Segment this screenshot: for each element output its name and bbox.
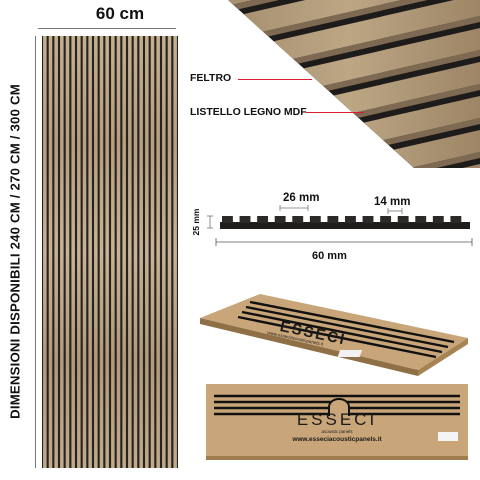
panel-slat — [139, 36, 143, 468]
closeup-slat-edge — [228, 0, 480, 48]
felt-leader-line — [238, 79, 312, 80]
panel-slat — [65, 36, 70, 468]
closeup-slat — [228, 0, 480, 42]
panel-slat — [162, 36, 166, 468]
box-front-website: www.esseciacousticpanels.it — [292, 436, 382, 443]
closeup-slat — [228, 130, 480, 168]
panel-slat — [105, 36, 109, 468]
box-front-logo-mark — [328, 398, 350, 416]
profile-tooth — [397, 216, 409, 223]
panel-slat — [88, 36, 92, 468]
profile-tooth — [327, 216, 339, 223]
panel-slat — [43, 36, 47, 468]
slat-closeup — [218, 0, 480, 170]
profile-cross-section — [198, 200, 478, 248]
profile-tooth — [222, 216, 233, 223]
panel-slat — [116, 36, 121, 468]
panel-slat — [122, 36, 126, 468]
panel-slat — [60, 36, 64, 468]
panel-height-label: DIMENSIONI DISPONIBILI 240 CM / 270 CM /… — [7, 84, 23, 419]
profile-tooth — [345, 216, 356, 223]
slat-label: LISTELLO LEGNO MDF — [190, 106, 307, 118]
panel-slat — [94, 36, 98, 468]
profile-tooth — [309, 216, 321, 223]
acoustic-panel-front — [42, 36, 178, 468]
gap-width-label: 14 mm — [374, 196, 411, 208]
panel-slat — [77, 36, 81, 468]
panel-width-label: 60 cm — [95, 4, 145, 23]
panel-slat — [173, 36, 177, 468]
total-width-label: 60 mm — [312, 250, 347, 262]
slat-leader-line — [306, 112, 364, 113]
box-front-brand: ESSECI — [296, 410, 378, 429]
box-front-tagline: acoustic panels — [321, 429, 353, 434]
panel-slat — [82, 36, 87, 468]
panel-slat — [167, 36, 172, 468]
profile-tooth — [362, 216, 374, 223]
box-front-label-sticker — [438, 432, 458, 441]
slat-width-label: 26 mm — [283, 192, 320, 204]
panel-slat — [111, 36, 115, 468]
profile-tooth — [292, 216, 304, 223]
profile-tooth — [380, 216, 392, 223]
width-dimension-line — [38, 28, 176, 29]
profile-tooth — [450, 216, 462, 223]
panel-slat — [145, 36, 149, 468]
packaging-box-angled — [192, 290, 480, 376]
profile-tooth — [239, 216, 251, 223]
panel-slat — [150, 36, 155, 468]
packaging-box-front: ESSECI acoustic panels www.esseciacousti… — [206, 384, 468, 460]
panel-slat — [54, 36, 58, 468]
felt-label: FELTRO — [190, 72, 232, 84]
height-dimension-line — [35, 36, 36, 468]
panel-slat — [99, 36, 104, 468]
profile-tooth — [257, 216, 269, 223]
panel-slat — [156, 36, 160, 468]
panel-slat — [133, 36, 138, 468]
panel-slat — [48, 36, 53, 468]
profile-tooth — [274, 216, 286, 223]
profile-tooth — [415, 216, 427, 223]
panel-slat — [71, 36, 75, 468]
profile-tooth — [432, 216, 444, 223]
panel-slat — [128, 36, 132, 468]
